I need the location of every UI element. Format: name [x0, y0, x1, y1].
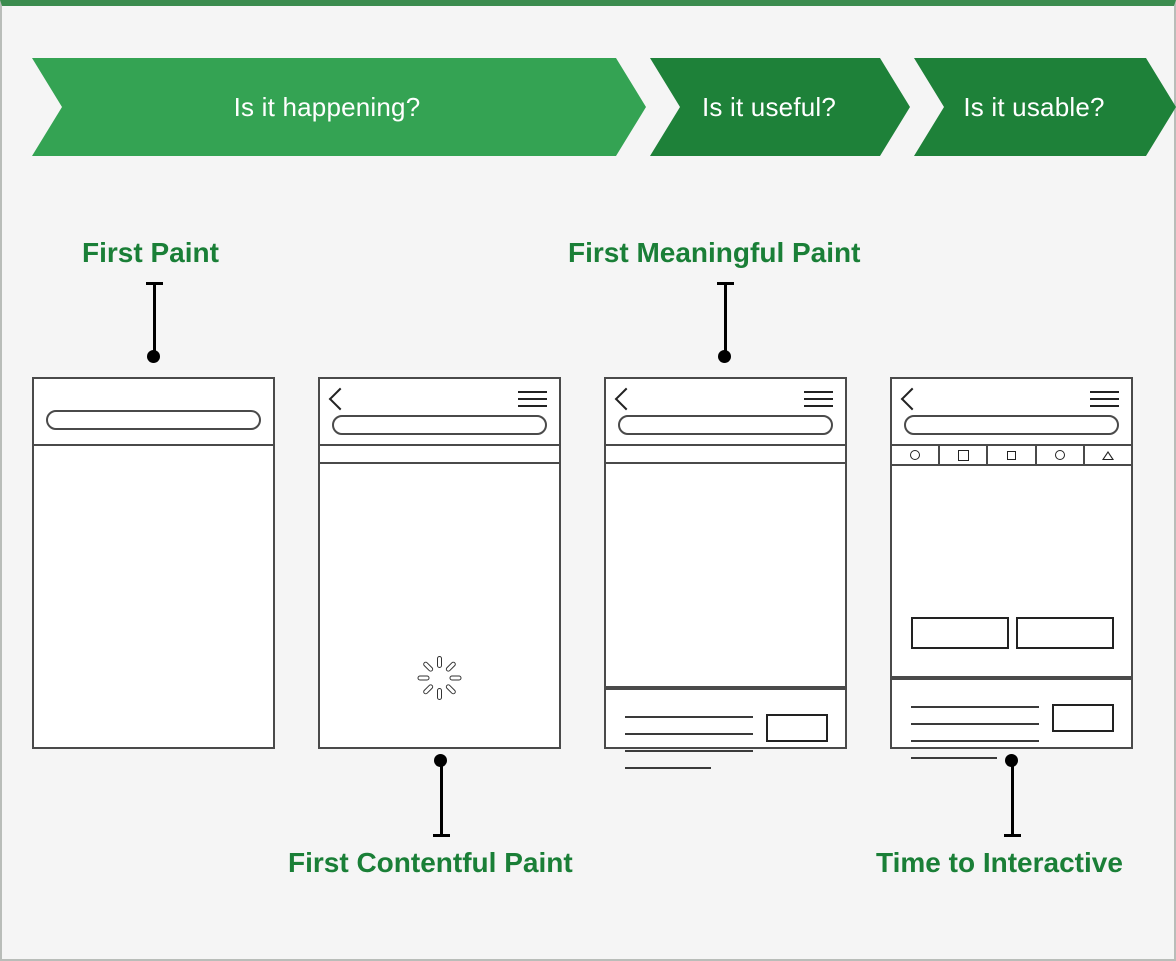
spinner-spoke — [422, 683, 435, 696]
action-button-left[interactable] — [911, 617, 1009, 649]
spinner-spoke — [449, 675, 462, 681]
url-bar[interactable] — [904, 415, 1119, 435]
page-toolbar-strip — [320, 446, 559, 464]
connector-stem — [1011, 755, 1014, 837]
stage-label: Is it happening? — [233, 91, 421, 122]
stage-label: Is it useful? — [701, 91, 837, 122]
metric-label-first-meaningful-paint: First Meaningful Paint — [568, 237, 861, 268]
hamburger-bar — [804, 398, 833, 400]
browser-chrome — [34, 379, 273, 446]
spinner-spoke — [437, 656, 442, 668]
tab-item-square-2[interactable] — [988, 446, 1037, 464]
text-line — [625, 767, 711, 769]
performance-stage-banner: Is it happening? Is it useful? Is it usa… — [32, 58, 1176, 156]
first-meaningful-paint-mockup — [604, 377, 847, 769]
tab-item-circle-2[interactable] — [1037, 446, 1085, 464]
text-line — [911, 706, 1039, 708]
stage-label: Is it usable? — [963, 91, 1105, 122]
circle-icon — [910, 450, 921, 460]
connector-time-to-interactive — [1000, 754, 1024, 837]
hamburger-menu-icon[interactable] — [1090, 391, 1119, 407]
connector-dot — [718, 350, 731, 363]
connector-first-contentful-paint — [429, 754, 453, 837]
spinner-spoke — [422, 660, 435, 673]
triangle-icon — [1101, 450, 1114, 460]
time-to-interactive-mockup — [890, 377, 1133, 759]
tab-item-circle-1[interactable] — [892, 446, 941, 464]
hamburger-menu-icon[interactable] — [804, 391, 833, 407]
back-chevron-icon[interactable] — [328, 387, 352, 411]
spinner-spoke — [444, 683, 457, 696]
first-paint-mockup — [32, 377, 275, 749]
connector-dot — [147, 350, 160, 363]
first-contentful-paint-mockup — [318, 377, 561, 749]
connector-cap — [433, 834, 450, 837]
text-line — [911, 740, 1039, 742]
metric-label-first-contentful-paint: First Contentful Paint — [288, 847, 573, 878]
connector-first-meaningful-paint — [713, 282, 737, 363]
hamburger-bar — [804, 405, 833, 407]
connector-stem — [724, 282, 727, 362]
spinner-spoke — [437, 688, 442, 700]
text-line — [625, 750, 753, 752]
spinner-spoke — [444, 660, 457, 673]
metric-label-first-paint: First Paint — [82, 237, 219, 268]
hamburger-bar — [518, 398, 547, 400]
content-section — [890, 617, 1133, 759]
circle-icon — [1054, 450, 1065, 460]
hamburger-bar — [518, 405, 547, 407]
stage-chevron-is-it-usable[interactable]: Is it usable? — [914, 58, 1176, 156]
text-line — [625, 716, 753, 718]
connector-first-paint — [142, 282, 166, 363]
hamburger-menu-icon[interactable] — [518, 391, 547, 407]
action-button-right[interactable] — [1016, 617, 1114, 649]
app-tab-bar — [892, 446, 1131, 466]
spinner-spoke — [417, 675, 430, 681]
stage-chevron-is-it-happening[interactable]: Is it happening? — [32, 58, 646, 156]
square-small-icon — [1007, 450, 1016, 460]
tab-item-square-1[interactable] — [940, 446, 989, 464]
connector-stem — [153, 282, 156, 362]
content-thumbnail-box — [766, 714, 828, 742]
hamburger-bar — [1090, 391, 1119, 393]
url-bar[interactable] — [332, 415, 547, 435]
hamburger-bar — [1090, 405, 1119, 407]
connector-stem — [440, 755, 443, 837]
text-placeholder-lines — [911, 706, 1039, 774]
url-bar[interactable] — [618, 415, 833, 435]
browser-chrome — [320, 379, 559, 446]
back-chevron-icon[interactable] — [614, 387, 638, 411]
content-thumbnail-box — [1052, 704, 1114, 732]
browser-chrome — [892, 379, 1131, 446]
text-placeholder-lines — [625, 716, 753, 784]
content-section — [604, 686, 847, 769]
text-line — [911, 757, 997, 759]
text-line — [911, 723, 1039, 725]
square-icon — [957, 449, 969, 461]
back-chevron-icon[interactable] — [900, 387, 924, 411]
stage-chevron-is-it-useful[interactable]: Is it useful? — [650, 58, 910, 156]
text-line — [625, 733, 753, 735]
url-bar[interactable] — [46, 410, 261, 430]
tab-item-triangle[interactable] — [1085, 446, 1131, 464]
hamburger-bar — [1090, 398, 1119, 400]
loading-spinner-icon — [417, 655, 463, 701]
connector-cap — [1004, 834, 1021, 837]
browser-chrome — [606, 379, 845, 446]
metric-label-time-to-interactive: Time to Interactive — [876, 847, 1123, 878]
page-toolbar-strip — [606, 446, 845, 464]
hamburger-bar — [804, 391, 833, 393]
hamburger-bar — [518, 391, 547, 393]
